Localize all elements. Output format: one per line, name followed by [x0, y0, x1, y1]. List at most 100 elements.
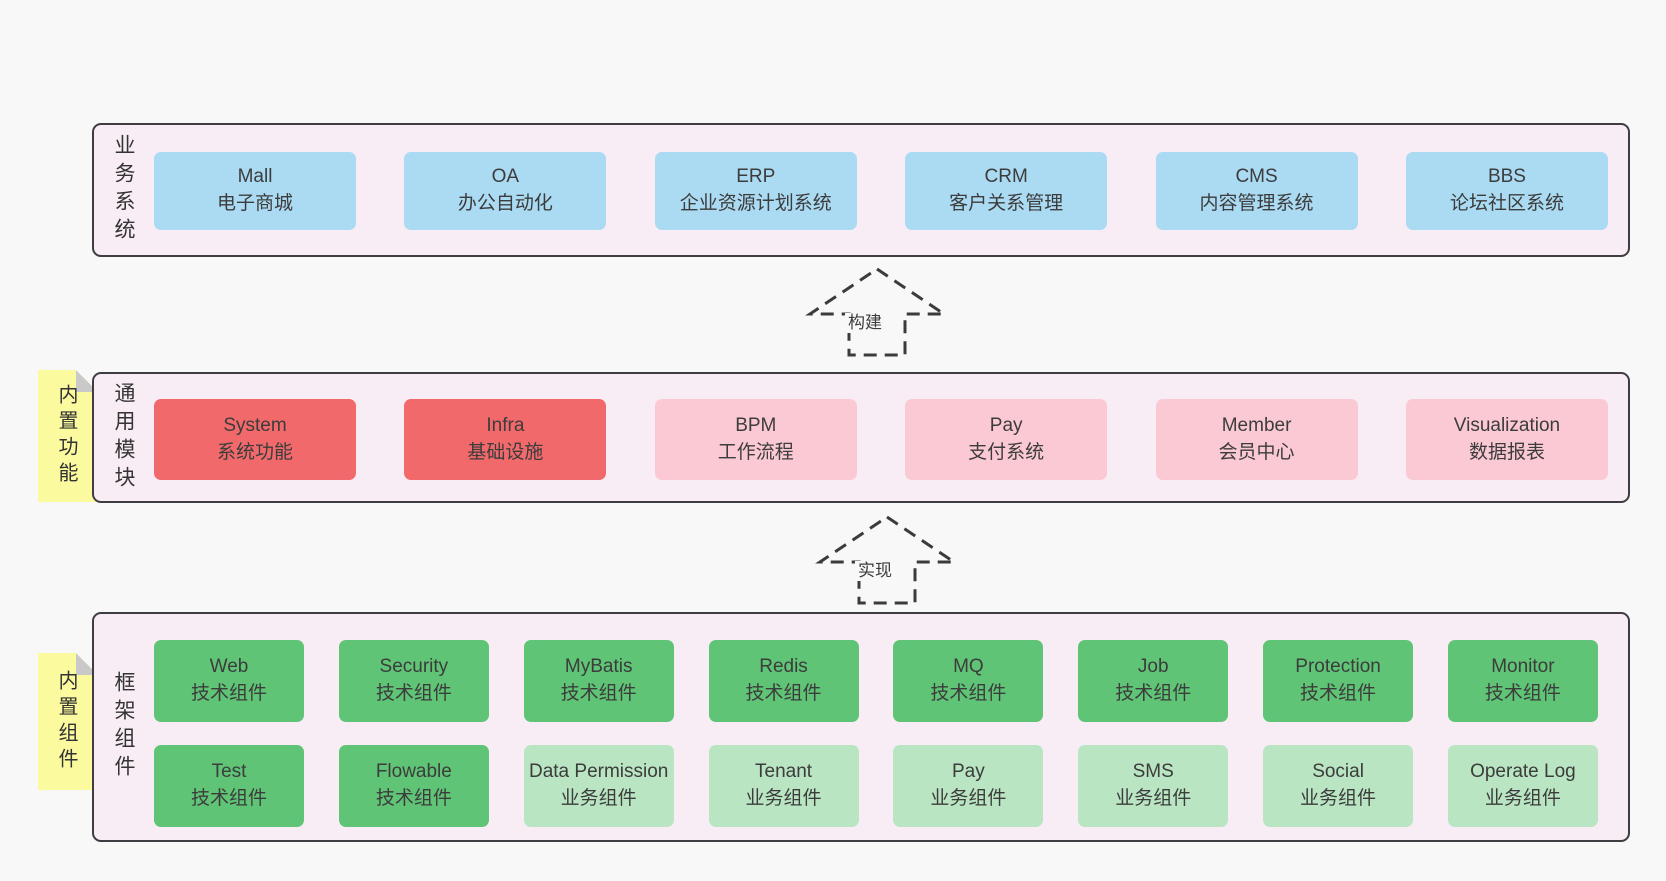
node-subtitle: 论坛社区系统: [1449, 193, 1564, 214]
node-protection: Protection 技术组件: [1263, 640, 1414, 722]
node-title: Job: [1137, 656, 1169, 678]
node-subtitle: 业务组件: [1484, 788, 1561, 809]
node-subtitle: 数据报表: [1468, 441, 1545, 463]
panel-modules-side-label: 通用模块: [112, 381, 135, 494]
node-subtitle: 业务组件: [1115, 788, 1192, 809]
node-title: MyBatis: [564, 656, 633, 678]
node-subtitle: 技术组件: [1115, 683, 1192, 704]
node-title: Operate Log: [1470, 761, 1576, 783]
node-subtitle: 技术组件: [745, 683, 822, 704]
node-subtitle: 支付系统: [968, 441, 1045, 463]
node-subtitle: 技术组件: [375, 683, 452, 704]
node-subtitle: 技术组件: [1484, 683, 1561, 704]
node-subtitle: 系统功能: [216, 441, 293, 463]
node-title: ERP: [736, 166, 776, 188]
node-title: Test: [211, 761, 247, 783]
panel-components-side-label: 框架组件: [112, 671, 135, 783]
node-visualization: Visualization 数据报表: [1405, 399, 1608, 480]
node-title: Monitor: [1491, 656, 1555, 678]
node-title: Tenant: [755, 761, 813, 783]
node-title: Redis: [759, 656, 808, 678]
node-redis: Redis 技术组件: [708, 640, 859, 722]
node-title: Protection: [1295, 656, 1381, 678]
node-mall: Mall 电子商城: [154, 152, 356, 230]
note-label: 内置功能: [55, 384, 77, 488]
node-subtitle: 技术组件: [1300, 683, 1377, 704]
node-title: Web: [209, 656, 249, 678]
node-infra: Infra 基础设施: [404, 399, 607, 480]
node-subtitle: 技术组件: [930, 683, 1007, 704]
note-label: 内置组件: [55, 669, 77, 774]
node-subtitle: 技术组件: [190, 683, 267, 704]
sticky-note-builtin-components: 内置组件: [38, 653, 98, 790]
node-subtitle: 技术组件: [375, 788, 452, 809]
node-pay: Pay 业务组件: [893, 745, 1044, 827]
dashed-up-arrow-implement: 实现: [812, 514, 962, 606]
node-title: Pay: [989, 414, 1023, 436]
node-subtitle: 内容管理系统: [1199, 193, 1314, 214]
node-crm: CRM 客户关系管理: [905, 152, 1108, 230]
node-subtitle: 业务组件: [1300, 788, 1377, 809]
node-monitor: Monitor 技术组件: [1447, 640, 1598, 722]
node-subtitle: 基础设施: [467, 441, 544, 463]
node-title: Data Permission: [528, 761, 669, 783]
node-title: BBS: [1487, 166, 1526, 188]
node-operate-log: Operate Log 业务组件: [1447, 745, 1598, 827]
node-security: Security 技术组件: [338, 640, 489, 722]
node-job: Job 技术组件: [1078, 640, 1229, 722]
up-arrow-icon: [805, 267, 949, 357]
node-data-permission: Data Permission 业务组件: [523, 745, 674, 827]
node-title: Pay: [952, 761, 985, 783]
node-pay: Pay 支付系统: [905, 399, 1108, 480]
node-social: Social 业务组件: [1263, 745, 1414, 827]
node-title: BPM: [735, 414, 777, 436]
node-sms: SMS 业务组件: [1078, 745, 1229, 827]
node-subtitle: 业务组件: [745, 788, 822, 809]
node-title: CRM: [984, 166, 1028, 188]
node-cms: CMS 内容管理系统: [1155, 152, 1358, 230]
node-title: OA: [491, 166, 520, 188]
node-title: CMS: [1235, 166, 1278, 188]
node-title: Social: [1312, 761, 1364, 783]
node-title: Infra: [486, 414, 525, 436]
node-title: Mall: [237, 166, 273, 188]
node-title: MQ: [953, 656, 984, 678]
node-title: SMS: [1132, 761, 1174, 783]
node-title: Visualization: [1453, 414, 1561, 436]
node-subtitle: 技术组件: [560, 683, 637, 704]
node-subtitle: 会员中心: [1218, 441, 1295, 463]
node-mq: MQ 技术组件: [893, 640, 1044, 722]
node-tenant: Tenant 业务组件: [708, 745, 859, 827]
node-title: Security: [379, 656, 449, 678]
node-oa: OA 办公自动化: [404, 152, 607, 230]
node-subtitle: 业务组件: [930, 788, 1007, 809]
panel-business-side-label: 业务系统: [112, 134, 135, 246]
node-title: Member: [1221, 414, 1292, 436]
node-mybatis: MyBatis 技术组件: [523, 640, 674, 722]
node-system: System 系统功能: [154, 399, 356, 480]
up-arrow-icon: [815, 515, 959, 605]
business-systems-row: Mall 电子商城 OA 办公自动化 ERP 企业资源计划系统 CRM 客户关系管理 CMS 内容…: [154, 152, 1608, 230]
panel-business-systems: 业务系统 Mall 电子商城 OA 办公自动化 ERP 企业资源计划系统 CRM 客户关系管理…: [92, 123, 1630, 257]
node-title: System: [223, 414, 287, 436]
node-flowable: Flowable 技术组件: [338, 745, 489, 827]
node-title: Flowable: [375, 761, 452, 783]
node-subtitle: 业务组件: [560, 788, 637, 809]
node-erp: ERP 企业资源计划系统: [654, 152, 857, 230]
arrow-label: 实现: [855, 561, 895, 582]
node-subtitle: 客户关系管理: [949, 193, 1064, 214]
sticky-note-builtin-features: 内置功能: [38, 370, 98, 502]
node-subtitle: 办公自动化: [457, 193, 553, 214]
node-bbs: BBS 论坛社区系统: [1405, 152, 1608, 230]
node-subtitle: 电子商城: [216, 193, 293, 214]
dashed-up-arrow-build: 构建: [802, 266, 952, 358]
node-subtitle: 企业资源计划系统: [679, 193, 832, 214]
node-web: Web 技术组件: [154, 640, 304, 722]
